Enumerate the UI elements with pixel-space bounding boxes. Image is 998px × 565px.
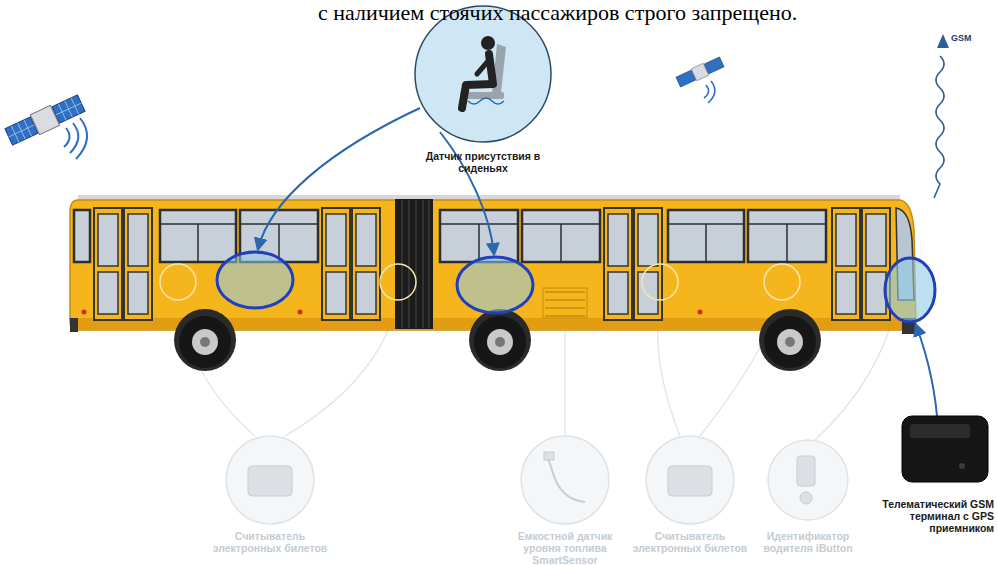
wheel-arch (174, 309, 236, 371)
circle-outline (521, 436, 609, 524)
satellite-icon (4, 93, 86, 147)
wheel-cap (785, 337, 795, 347)
seat-back (492, 44, 506, 93)
door-leaf (124, 208, 152, 320)
terminal-box (902, 416, 988, 482)
ibutton-key (800, 492, 812, 504)
wheel-cap (200, 337, 210, 347)
signal-waves (64, 118, 87, 159)
circle-outline (768, 440, 848, 520)
terminal-icon (910, 424, 970, 469)
pointer-arrows (258, 108, 938, 430)
fuel-probe-head (544, 452, 554, 460)
circle-outline (646, 436, 734, 524)
component-label: Емкостной датчик уровня топлива SmartSen… (510, 530, 620, 565)
wave (76, 118, 87, 159)
person-arm (477, 60, 489, 74)
door-leaf (322, 208, 350, 320)
component-circle: Идентификатор водителя iButton (748, 432, 868, 565)
component-label: Телематический GSM терминал с GPS приемн… (872, 498, 994, 534)
wheel-hub (777, 329, 803, 355)
window (74, 210, 90, 262)
circle-outline (226, 436, 314, 524)
component-circle: Считыватель электронных билетов (205, 432, 335, 565)
seat-highlight (457, 257, 533, 313)
person-head (481, 36, 495, 50)
radio-wave (934, 56, 944, 198)
highlight-areas (217, 252, 935, 322)
wheel (474, 316, 526, 368)
wave (70, 123, 78, 153)
faded-icons (248, 452, 815, 504)
terminal-led (959, 463, 965, 469)
component-circle: Датчик присутствия в сиденьях (405, 2, 561, 192)
component-label: Считыватель электронных билетов (205, 530, 335, 554)
faded-marker (160, 264, 196, 300)
component-circle: Считыватель электронных билетов (625, 432, 755, 565)
door-leaf (604, 208, 632, 320)
seat-highlight (217, 252, 293, 308)
solar-panel (704, 57, 724, 74)
door-leaf (94, 208, 122, 320)
rear-bumper (70, 318, 78, 332)
network-label: GSM (951, 33, 972, 43)
bellows-folds (402, 200, 429, 328)
circle-outline (415, 6, 551, 142)
sensor-wire (468, 98, 504, 104)
faded-marker (380, 264, 416, 300)
caption-fragment: с наличием стоячих пассажиров строго зап… (318, 0, 797, 26)
person-body (462, 54, 493, 108)
wheel (764, 316, 816, 368)
terminal-device: Телематический GSM терминал с GPS приемн… (872, 412, 998, 565)
door-leaf (352, 208, 380, 320)
fuel-probe-icon (548, 458, 585, 502)
terminal-panel (910, 424, 970, 438)
component-circle: Емкостной датчик уровня топлива SmartSen… (500, 432, 630, 565)
reader-icon (248, 466, 292, 496)
component-label: Идентификатор водителя iButton (748, 530, 868, 554)
component-label: Считыватель электронных билетов (625, 530, 755, 554)
wheel-arch (759, 309, 821, 371)
reader-icon (668, 466, 712, 496)
signal-waves (704, 81, 715, 103)
antenna-symbol (937, 34, 949, 48)
terminal-highlight (885, 258, 935, 322)
door-leaf (832, 208, 860, 320)
wheel-cap (495, 337, 505, 347)
pointer-arrow (916, 325, 938, 430)
wave (704, 85, 709, 98)
seat-cushion (460, 92, 504, 99)
satellite-icon (675, 56, 724, 88)
wave (64, 128, 70, 147)
seat-person-icon (460, 36, 506, 108)
marker-light (82, 310, 87, 315)
engine-hatch (543, 288, 587, 318)
node-outline (872, 412, 998, 565)
wheel-hub (487, 329, 513, 355)
ibutton-fob (797, 456, 815, 486)
engine-grille (545, 292, 585, 316)
marker-light (298, 310, 303, 315)
wave (708, 81, 715, 103)
articulated-bus (70, 195, 916, 371)
bus-windows (74, 210, 826, 262)
faded-marker (764, 264, 800, 300)
faded-marker (642, 264, 678, 300)
pointer-arrow (258, 108, 420, 249)
marker-light (698, 310, 703, 315)
wheel-arch (469, 309, 531, 371)
wheels (174, 309, 821, 371)
leader-line (564, 322, 565, 436)
component-label: Датчик присутствия в сиденьях (418, 150, 548, 174)
wheel-hub (192, 329, 218, 355)
wheel (179, 316, 231, 368)
